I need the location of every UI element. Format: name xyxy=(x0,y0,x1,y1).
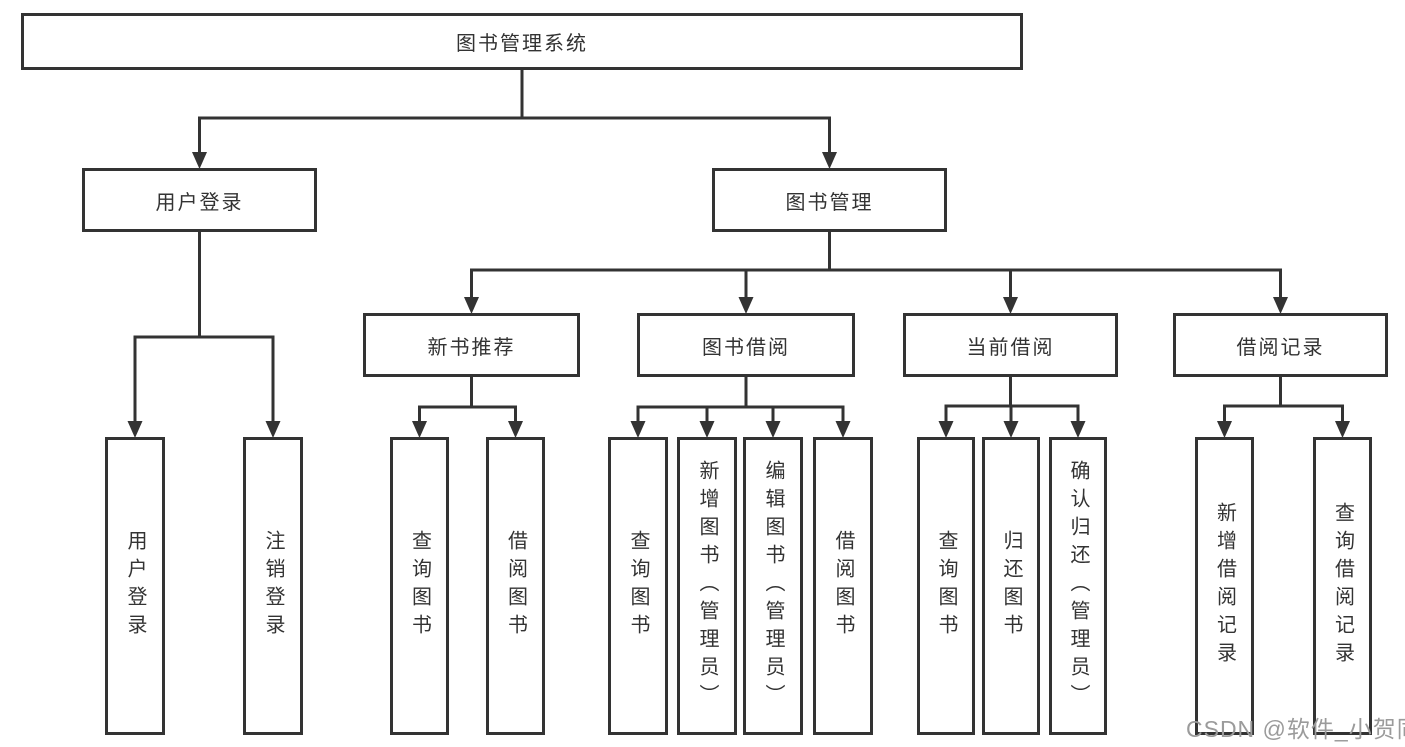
connector-arrowhead xyxy=(508,421,523,438)
node-label: 借阅图书 xyxy=(504,530,527,642)
node-book-borrowing: 图书借阅 xyxy=(637,313,855,377)
connector-arrowhead xyxy=(464,297,479,314)
watermark: CSDN @软件_小贺同学 xyxy=(1186,716,1405,742)
node-label: 归还图书 xyxy=(1000,530,1022,642)
node-leaf-borrow-books-borrow: 借阅图书 xyxy=(813,437,873,735)
node-label: 新书推荐 xyxy=(427,336,516,359)
node-label: 编辑图书（管理员） xyxy=(762,460,784,712)
node-leaf-user-login: 用户登录 xyxy=(105,437,165,735)
node-leaf-return-books: 归还图书 xyxy=(982,437,1040,735)
node-leaf-query-borrow-record: 查询借阅记录 xyxy=(1313,437,1372,735)
connector-arrowhead xyxy=(699,421,715,438)
node-label: 查询图书 xyxy=(627,530,649,642)
node-leaf-add-books-admin: 新增图书（管理员） xyxy=(677,437,737,735)
node-label: 新增借阅记录 xyxy=(1213,502,1236,670)
node-leaf-logout: 注销登录 xyxy=(243,437,303,735)
node-label: 查询图书 xyxy=(935,530,957,642)
node-leaf-confirm-return-admin: 确认归还（管理员） xyxy=(1049,437,1107,735)
node-leaf-query-books-current: 查询图书 xyxy=(917,437,975,735)
connector-arrowhead xyxy=(412,421,427,438)
connector-arrowhead xyxy=(1003,297,1018,314)
node-borrowing-records: 借阅记录 xyxy=(1173,313,1388,377)
node-label: 注销登录 xyxy=(262,530,284,642)
connector-arrowhead xyxy=(835,421,851,438)
node-current-borrowing: 当前借阅 xyxy=(903,313,1118,377)
node-leaf-query-books-recommend: 查询图书 xyxy=(390,437,449,735)
node-root: 图书管理系统 xyxy=(21,13,1023,70)
node-label: 图书管理系统 xyxy=(456,33,588,55)
node-leaf-borrow-books-recommend: 借阅图书 xyxy=(486,437,545,735)
connector-arrowhead xyxy=(630,421,646,438)
node-user-login: 用户登录 xyxy=(82,168,317,232)
node-label: 图书借阅 xyxy=(702,336,790,359)
node-leaf-query-books-borrow: 查询图书 xyxy=(608,437,668,735)
connector-arrowhead xyxy=(1070,421,1086,438)
connector-arrowhead xyxy=(738,297,754,314)
node-leaf-add-borrow-record: 新增借阅记录 xyxy=(1195,437,1254,735)
connector-arrowhead xyxy=(1217,421,1232,438)
connector-arrowhead xyxy=(1335,421,1350,438)
connector-arrowhead xyxy=(1273,297,1288,314)
connector-arrowhead xyxy=(822,152,837,169)
node-label: 查询借阅记录 xyxy=(1331,502,1354,670)
connector-arrowhead xyxy=(938,421,954,438)
node-label: 借阅图书 xyxy=(832,530,854,642)
node-leaf-edit-books-admin: 编辑图书（管理员） xyxy=(743,437,803,735)
node-label: 图书管理 xyxy=(785,191,874,214)
node-label: 查询图书 xyxy=(408,530,431,642)
connector-arrowhead xyxy=(765,421,781,438)
node-label: 新增图书（管理员） xyxy=(696,460,718,712)
node-label: 借阅记录 xyxy=(1236,336,1325,359)
connector-arrowhead xyxy=(192,152,207,169)
connector-arrowhead xyxy=(1003,421,1019,438)
node-label: 用户登录 xyxy=(124,530,146,642)
connector-arrowhead xyxy=(265,421,281,438)
node-book-management: 图书管理 xyxy=(712,168,947,232)
node-label: 当前借阅 xyxy=(966,336,1055,359)
node-new-book-recommendation: 新书推荐 xyxy=(363,313,580,377)
node-label: 确认归还（管理员） xyxy=(1067,460,1089,712)
node-label: 用户登录 xyxy=(155,191,244,214)
connector-arrowhead xyxy=(127,421,143,438)
